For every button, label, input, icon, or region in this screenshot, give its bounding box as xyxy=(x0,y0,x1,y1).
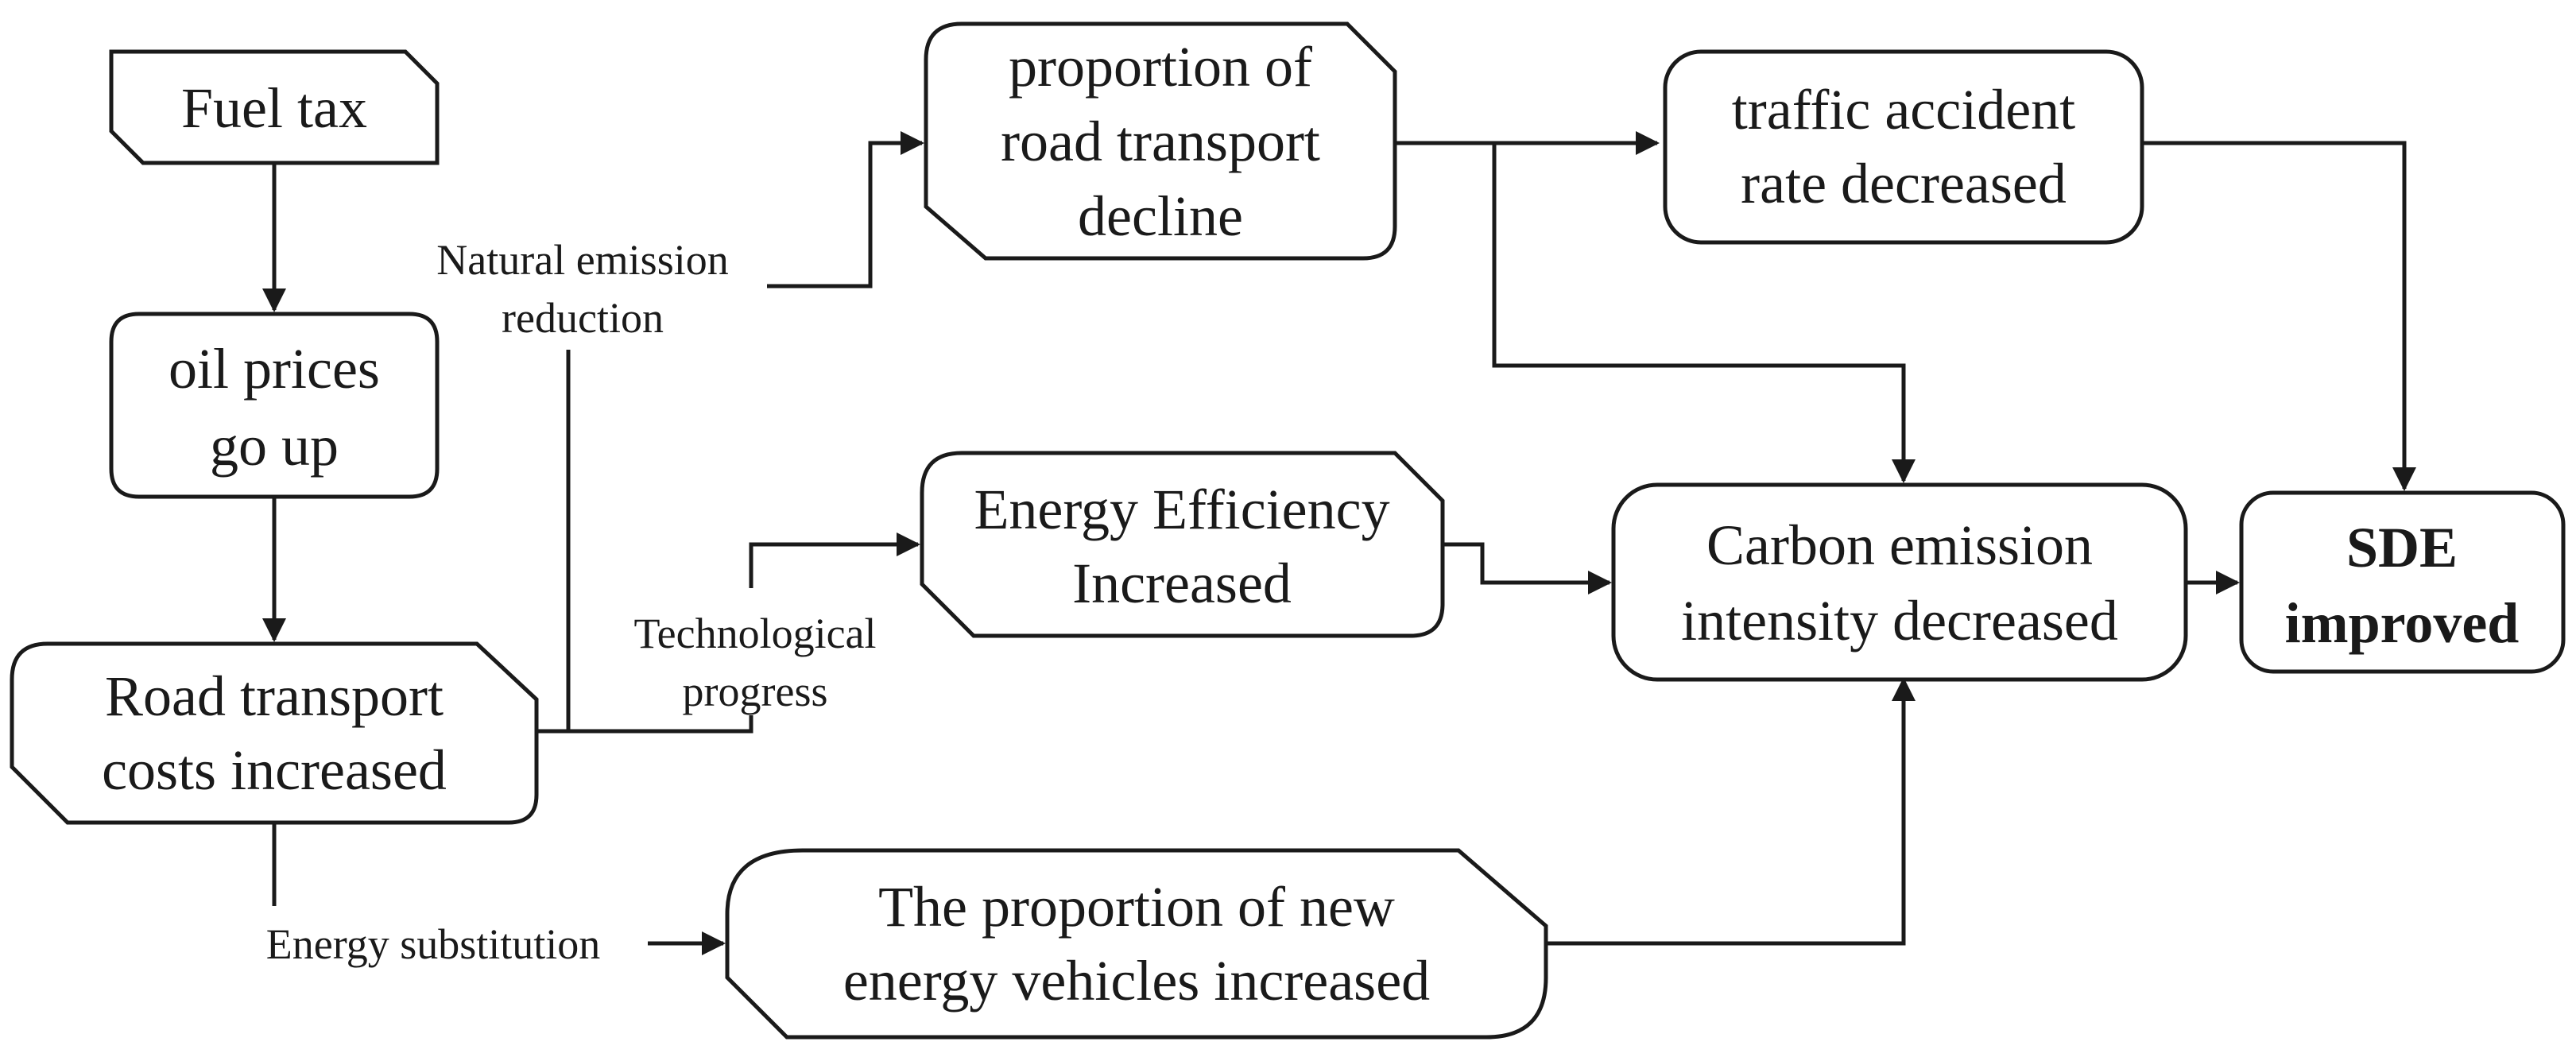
node-shape xyxy=(924,21,1397,261)
edge-road-costs-to-nev xyxy=(272,823,723,943)
node-label: oil prices xyxy=(169,337,380,401)
edge-label-line: Technological xyxy=(633,610,876,657)
edge-road-costs-to-energy-efficiency xyxy=(537,544,918,734)
node-carbon-intensity: Carbon emission intensity decreased xyxy=(1611,482,2188,682)
node-nev-proportion: The proportion of new energy vehicles in… xyxy=(725,848,1548,1040)
edge-label-line: Natural emission xyxy=(436,236,728,284)
node-fuel-tax: Fuel tax xyxy=(109,49,440,165)
edge-label-line: Energy substitution xyxy=(266,920,601,968)
node-accident-rate: traffic accident rate decreased xyxy=(1663,49,2144,245)
edge-label-energy-substitution: Energy substitution xyxy=(266,920,601,968)
node-label: road transport xyxy=(1001,110,1320,173)
node-shape xyxy=(920,451,1445,638)
node-shape xyxy=(2239,490,2566,674)
node-label: proportion of xyxy=(1009,35,1312,99)
node-energy-efficiency: Energy Efficiency Increased xyxy=(920,451,1445,638)
edge-label-natural-emission: Natural emission reduction xyxy=(436,236,728,342)
node-road-costs: Road transport costs increased xyxy=(10,641,539,825)
node-shape xyxy=(109,49,440,165)
node-label: rate decreased xyxy=(1741,152,2067,215)
node-sde: SDE improved xyxy=(2239,490,2566,674)
node-label: traffic accident xyxy=(1732,78,2075,141)
edge-road-proportion-to-carbon xyxy=(1492,143,1916,483)
edge-energy-efficiency-to-carbon xyxy=(1443,542,1612,594)
node-label: The proportion of new xyxy=(878,875,1395,939)
node-shape xyxy=(1611,482,2188,682)
node-label: decline xyxy=(1078,184,1243,248)
edge-label-tech-progress: Technological progress xyxy=(633,610,876,715)
node-shape xyxy=(109,312,440,499)
node-label: Carbon emission xyxy=(1706,513,2093,577)
node-label: intensity decreased xyxy=(1681,589,2118,652)
node-label: Fuel tax xyxy=(181,76,367,140)
node-label-emphasis: improved xyxy=(2285,591,2520,655)
edge-label-line: reduction xyxy=(502,294,664,342)
node-label: Road transport xyxy=(105,664,444,728)
edges xyxy=(262,141,2416,946)
node-shape xyxy=(10,641,539,825)
node-oil-prices: oil prices go up xyxy=(109,312,440,499)
edge-label-line: progress xyxy=(683,668,828,715)
node-shape xyxy=(725,848,1548,1040)
node-road-proportion: proportion of road transport decline xyxy=(924,21,1397,261)
node-label: energy vehicles increased xyxy=(843,949,1430,1013)
node-shape xyxy=(1663,49,2144,245)
node-label-emphasis: SDE xyxy=(2346,516,2458,579)
edge-accident-to-sde xyxy=(2142,141,2416,491)
node-label: Increased xyxy=(1072,552,1292,615)
node-label: go up xyxy=(210,414,339,478)
edge-nev-to-carbon xyxy=(1546,677,1916,946)
node-label: Energy Efficiency xyxy=(974,478,1389,541)
node-label: costs increased xyxy=(102,738,447,802)
